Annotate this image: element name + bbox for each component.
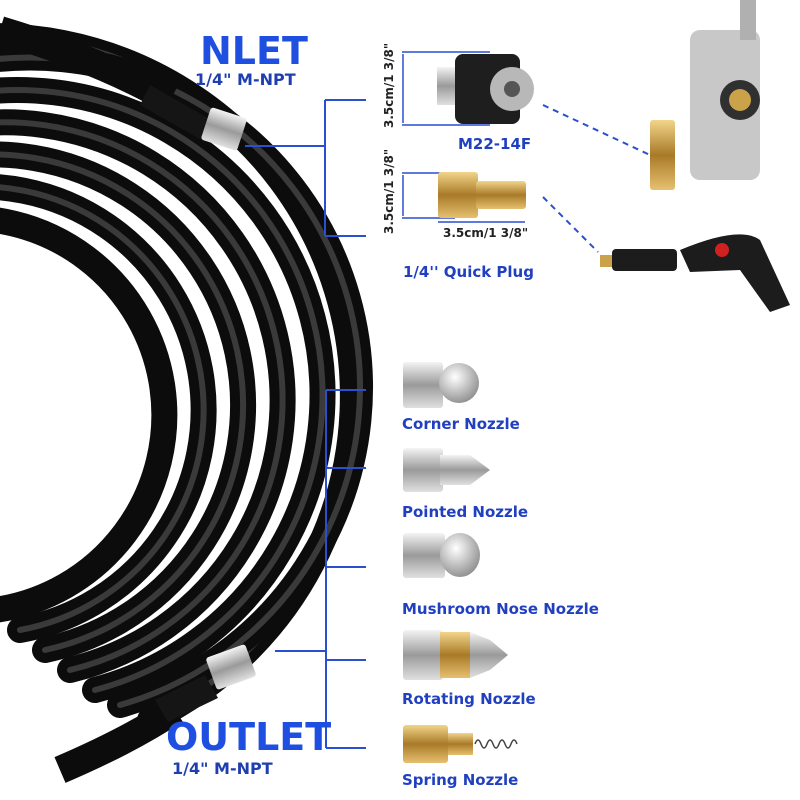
- leader-lines: [542, 104, 651, 253]
- inlet-hose-end: [0, 16, 247, 151]
- inlet-title: NLET: [200, 29, 308, 73]
- corner-nozzle-image: [403, 362, 479, 408]
- outlet-title: OUTLET: [166, 715, 332, 759]
- pump-image: [650, 0, 760, 190]
- mushroom-nose-nozzle-image: [403, 533, 480, 578]
- inlet-bracket: [245, 99, 366, 237]
- spring-nozzle-image: [403, 725, 518, 763]
- nozzle-bracket: [275, 389, 366, 749]
- nozzle-label-mushroom: Mushroom Nose Nozzle: [402, 600, 599, 618]
- nozzle-label-pointed: Pointed Nozzle: [402, 503, 529, 521]
- quick-plug-image: [438, 172, 526, 218]
- nozzle-label-rotating: Rotating Nozzle: [402, 690, 536, 708]
- m22-coupler-image: [437, 54, 534, 124]
- nozzle-label-spring: Spring Nozzle: [402, 771, 519, 789]
- inlet-thread-spec: 1/4" M-NPT: [195, 70, 296, 89]
- quick-plug-width-dimension: 3.5cm/1 3/8": [443, 226, 529, 240]
- outlet-hose-end: [54, 644, 256, 783]
- m22-coupler-label: M22-14F: [458, 135, 532, 153]
- quick-plug-label: 1/4'' Quick Plug: [403, 263, 534, 281]
- m22-height-dimension: 3.5cm/1 3/8": [382, 42, 396, 128]
- hose-coils: [0, 23, 373, 733]
- quick-plug-height-dimension: 3.5cm/1 3/8": [382, 148, 396, 234]
- spray-gun-image: [600, 234, 790, 312]
- outlet-thread-spec: 1/4" M-NPT: [172, 759, 273, 778]
- rotating-nozzle-image: [403, 630, 508, 680]
- dimension-lines: [402, 51, 525, 223]
- nozzle-label-corner: Corner Nozzle: [402, 415, 520, 433]
- pointed-nozzle-image: [403, 448, 490, 492]
